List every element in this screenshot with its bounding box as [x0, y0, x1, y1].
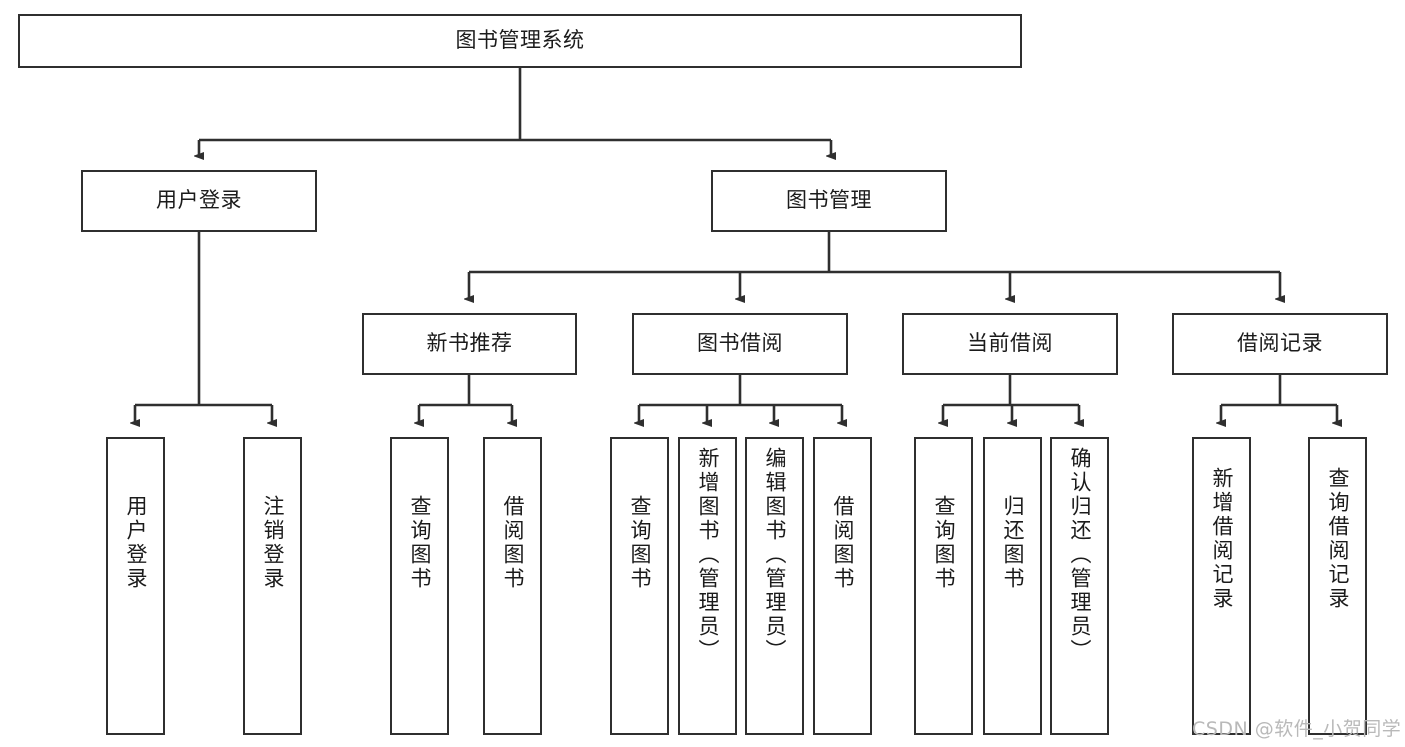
node-new-book-recommend[interactable]: 新书推荐 — [362, 313, 577, 375]
node-user-login[interactable]: 用户登录 — [81, 170, 317, 232]
node-user-login-label: 用户登录 — [156, 188, 242, 213]
node-leaf-confirm-return-admin[interactable]: 确认归还（管理员） — [1050, 437, 1109, 735]
node-leaf-edit-book-admin-label: 编辑图书（管理员） — [762, 447, 787, 663]
node-leaf-borrow-book-label: 借阅图书 — [830, 495, 855, 591]
node-leaf-user-login-label: 用户登录 — [123, 495, 148, 591]
node-leaf-query-book-borrow-label: 查询图书 — [627, 495, 652, 591]
node-leaf-logout-login-label: 注销登录 — [260, 495, 285, 591]
node-leaf-query-borrow-record-label: 查询借阅记录 — [1325, 467, 1350, 611]
node-leaf-borrow-book-rec-label: 借阅图书 — [500, 495, 525, 591]
node-leaf-confirm-return-admin-label: 确认归还（管理员） — [1067, 447, 1092, 663]
node-new-book-recommend-label: 新书推荐 — [426, 331, 513, 356]
node-leaf-borrow-book-rec[interactable]: 借阅图书 — [483, 437, 542, 735]
node-leaf-query-book-current-label: 查询图书 — [931, 495, 956, 591]
node-leaf-query-book-rec[interactable]: 查询图书 — [390, 437, 449, 735]
node-borrow-record-label: 借阅记录 — [1237, 331, 1323, 356]
node-leaf-query-borrow-record[interactable]: 查询借阅记录 — [1308, 437, 1367, 735]
node-leaf-add-borrow-record[interactable]: 新增借阅记录 — [1192, 437, 1251, 735]
node-leaf-query-book-borrow[interactable]: 查询图书 — [610, 437, 669, 735]
node-book-management-label: 图书管理 — [786, 188, 872, 213]
node-leaf-logout-login[interactable]: 注销登录 — [243, 437, 302, 735]
node-leaf-borrow-book[interactable]: 借阅图书 — [813, 437, 872, 735]
node-current-borrow[interactable]: 当前借阅 — [902, 313, 1118, 375]
node-root[interactable]: 图书管理系统 — [18, 14, 1022, 68]
node-root-label: 图书管理系统 — [455, 28, 585, 53]
node-leaf-add-book-admin-label: 新增图书（管理员） — [695, 447, 720, 663]
node-leaf-return-book-label: 归还图书 — [1000, 495, 1025, 591]
node-book-borrow-label: 图书借阅 — [697, 331, 783, 356]
node-leaf-add-book-admin[interactable]: 新增图书（管理员） — [678, 437, 737, 735]
node-leaf-query-book-current[interactable]: 查询图书 — [914, 437, 973, 735]
node-book-borrow[interactable]: 图书借阅 — [632, 313, 848, 375]
node-leaf-add-borrow-record-label: 新增借阅记录 — [1209, 467, 1234, 611]
node-borrow-record[interactable]: 借阅记录 — [1172, 313, 1388, 375]
node-book-management[interactable]: 图书管理 — [711, 170, 947, 232]
node-leaf-edit-book-admin[interactable]: 编辑图书（管理员） — [745, 437, 804, 735]
node-leaf-user-login[interactable]: 用户登录 — [106, 437, 165, 735]
node-leaf-query-book-rec-label: 查询图书 — [407, 495, 432, 591]
node-current-borrow-label: 当前借阅 — [967, 331, 1053, 356]
node-leaf-return-book[interactable]: 归还图书 — [983, 437, 1042, 735]
